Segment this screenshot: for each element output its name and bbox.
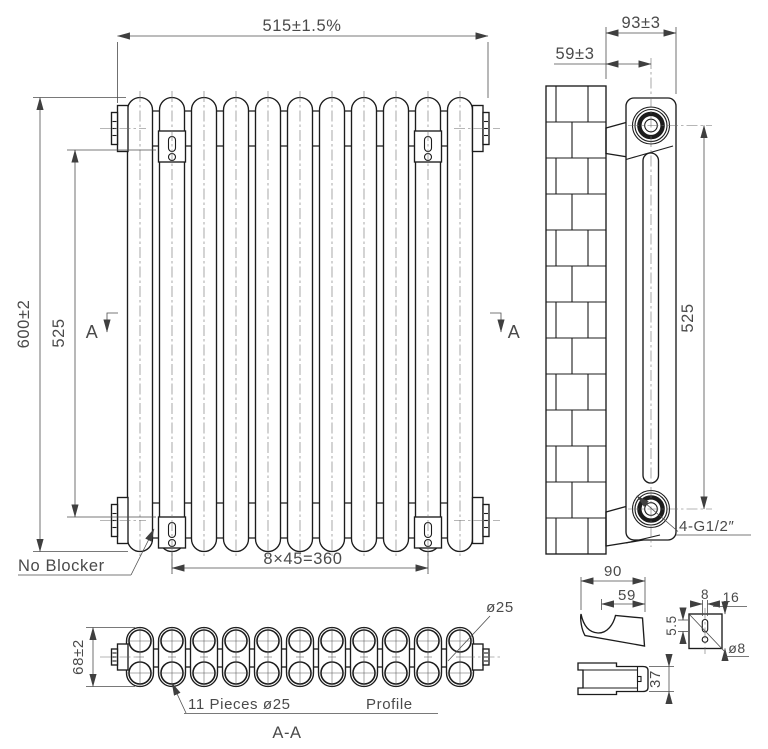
radiator-front-geometry xyxy=(100,91,500,574)
dim-depth-label: 93±3 xyxy=(622,14,661,32)
section-marker-left-label: A xyxy=(86,322,99,342)
callout-plate-hole-label: ø8 xyxy=(728,640,746,656)
section-marker-right: A xyxy=(490,312,521,342)
dim-height-label: 600±2 xyxy=(15,300,33,349)
radiator-column-tube xyxy=(382,96,410,553)
side-bracket-edge xyxy=(605,505,627,513)
callout-connections: 4-G1/2″ xyxy=(636,495,751,536)
radiator-column-tube xyxy=(222,96,250,553)
radiator-column-tube xyxy=(254,96,282,553)
callout-plate-hole: ø8 xyxy=(689,614,749,657)
dim-height: 600±2 xyxy=(15,96,128,553)
wall xyxy=(545,85,607,555)
callout-tube-dia: ø25 xyxy=(447,599,514,662)
note-no-blocker-label: No Blocker xyxy=(18,557,105,575)
section-title: A-A xyxy=(272,724,301,742)
dim-section-depth: 68±2 xyxy=(70,626,135,688)
dim-hook-offset-label: 59 xyxy=(618,587,636,604)
dim-clip-height: 37 xyxy=(647,654,674,704)
dim-column-pitch-label: 8×45=360 xyxy=(263,550,342,568)
dim-wall-to-center-label: 59±3 xyxy=(556,45,595,63)
section-geometry xyxy=(100,626,500,688)
dim-width-label: 515±1.5% xyxy=(263,17,342,35)
side-view: 93±3 59±3 525 4-G1/2″ xyxy=(545,14,751,555)
radiator-column-tube xyxy=(318,96,346,553)
side-bracket-slope xyxy=(625,534,661,544)
section-marker-left: A xyxy=(86,312,118,342)
clip-bracket xyxy=(577,662,649,696)
side-bracket-edge xyxy=(605,121,627,129)
dim-plate-slot-offset-label: 5.5 xyxy=(664,615,679,636)
note-profile-label: Profile xyxy=(366,696,413,713)
dim-plate-height: 16 xyxy=(713,589,747,661)
dim-depth: 93±3 xyxy=(605,14,677,94)
dim-plate-slot-offset: 5.5 xyxy=(664,607,688,644)
front-view: 515±1.5% 600±2 525 8×45=360 No Bloc xyxy=(15,17,521,576)
bracket-details: 90 59 37 xyxy=(577,563,749,704)
radiator-side-geometry xyxy=(545,58,712,555)
callout-tube-dia-label: ø25 xyxy=(486,599,514,616)
dim-hook-offset: 59 xyxy=(600,587,646,610)
dim-section-depth-label: 68±2 xyxy=(70,639,87,675)
radiator-column-tube xyxy=(350,96,378,553)
radiator-column-tube xyxy=(190,96,218,553)
section-view: 68±2 ø25 11 Pieces ø25 Profile A-A xyxy=(70,599,514,742)
dim-plate-slot-width: 8 xyxy=(690,587,720,616)
dim-connection-span-label: 525 xyxy=(679,303,697,332)
dim-hook-length: 90 xyxy=(580,563,646,612)
radiator-column-tube xyxy=(286,96,314,553)
callout-connections-label: 4-G1/2″ xyxy=(679,518,734,535)
dim-plate-height-label: 16 xyxy=(723,589,740,605)
dim-column-pitch: 8×45=360 xyxy=(171,550,429,574)
section-marker-right-label: A xyxy=(508,322,521,342)
side-bracket-edge xyxy=(605,539,644,547)
note-pieces-label: 11 Pieces ø25 xyxy=(188,696,291,713)
dim-width: 515±1.5% xyxy=(116,17,489,103)
dim-clip-height-label: 37 xyxy=(647,670,664,688)
note-pieces: 11 Pieces ø25 Profile xyxy=(171,682,438,714)
dim-connection-span: 525 xyxy=(679,124,708,510)
dim-bracket-span-label: 525 xyxy=(50,318,68,347)
dim-bracket-span: 525 xyxy=(50,149,156,518)
note-no-blocker: No Blocker xyxy=(18,528,155,576)
hook-bracket-profile xyxy=(580,613,646,647)
dim-hook-length-label: 90 xyxy=(604,563,622,580)
dim-plate-slot-width-label: 8 xyxy=(701,587,709,602)
dim-wall-to-center: 59±3 xyxy=(554,45,652,68)
clip-bracket-outline xyxy=(577,662,649,696)
